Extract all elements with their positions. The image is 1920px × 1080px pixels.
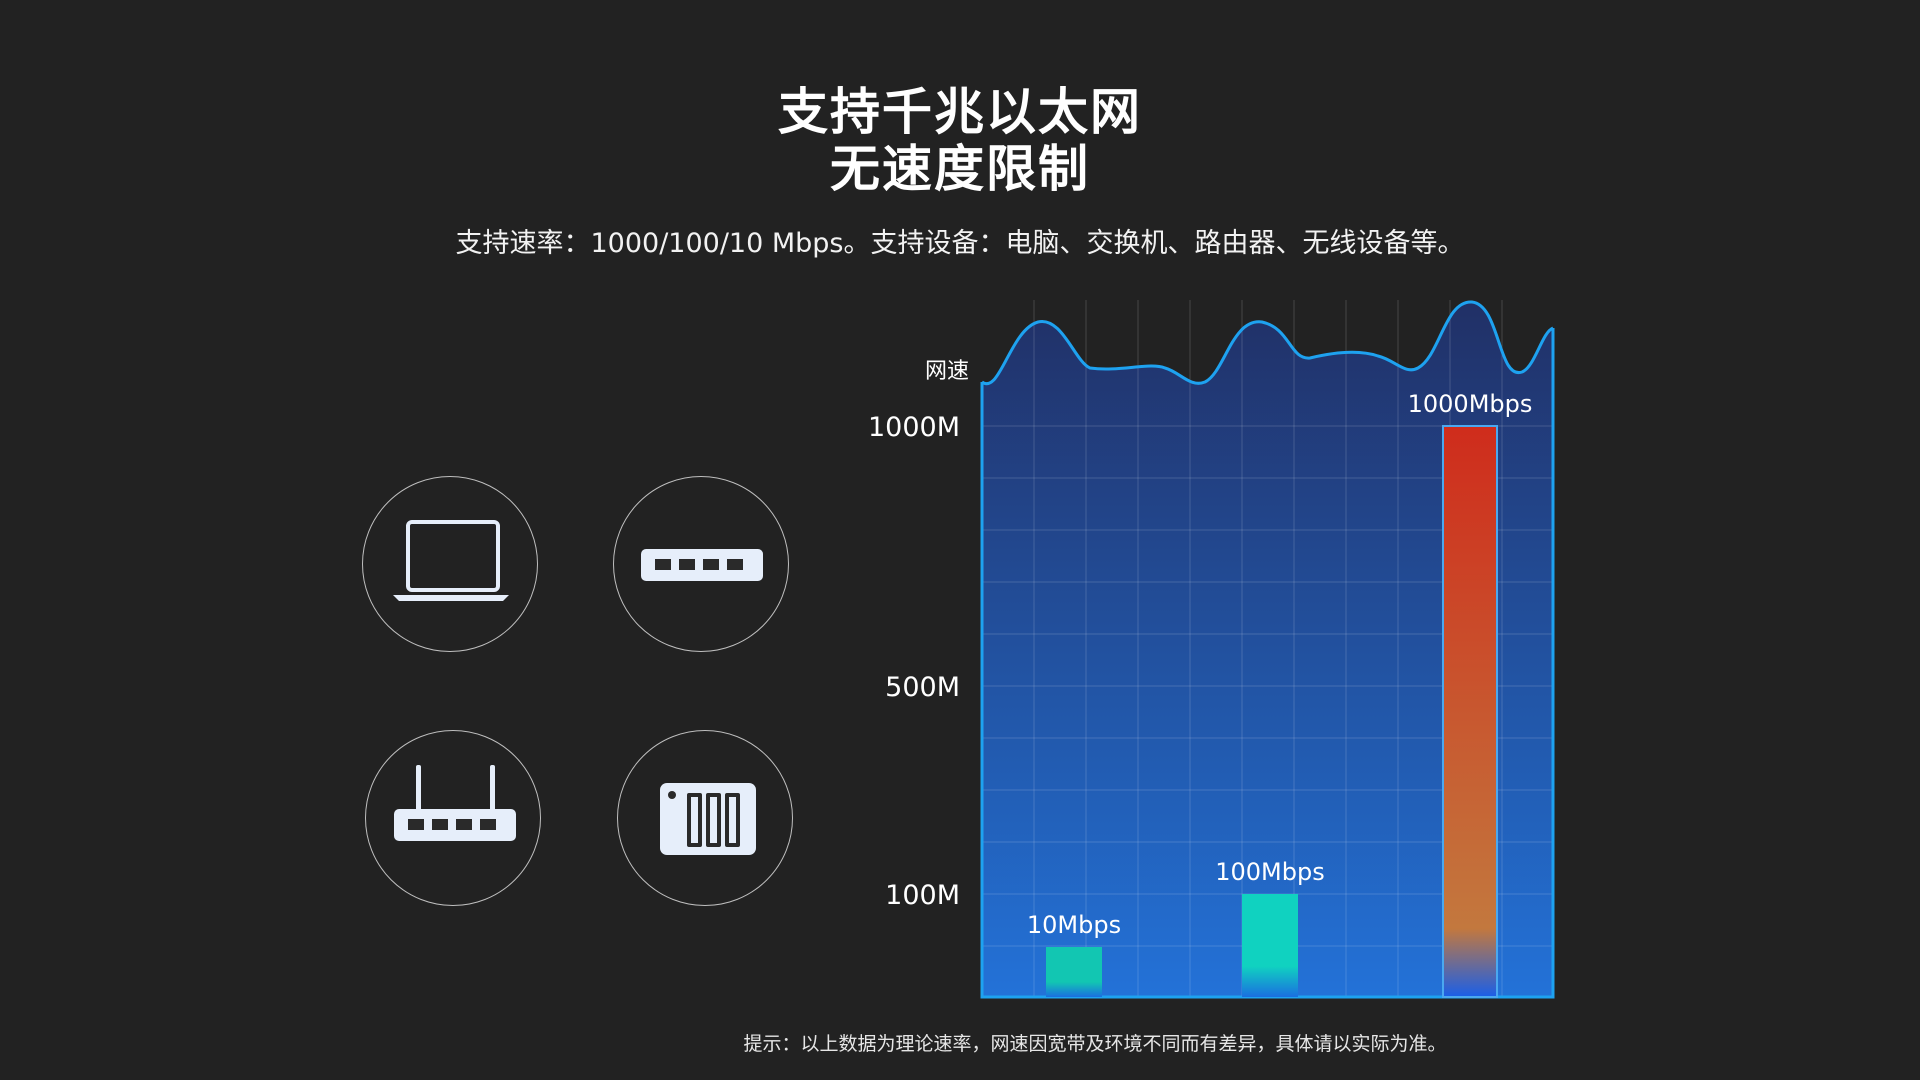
y-tick-label: 100M (885, 880, 960, 911)
y-tick-label: 500M (885, 672, 960, 703)
bar-10Mbps (1046, 947, 1102, 997)
router-icon (394, 765, 516, 841)
page-subtitle: 支持速率：1000/100/10 Mbps。支持设备：电脑、交换机、路由器、无线… (455, 228, 1465, 259)
chart-panel (982, 301, 1553, 997)
y-tick-label: 1000M (868, 412, 960, 443)
chart-y-ticks: 1000M 500M 100M (868, 412, 960, 911)
device-circle-nas (617, 730, 793, 906)
bar-data-label: 100Mbps (1215, 858, 1325, 886)
switch-icon (641, 549, 763, 581)
laptop-icon (393, 520, 509, 601)
chart-ylabel: 网速 (925, 359, 969, 384)
bar-100Mbps (1242, 894, 1298, 997)
page-title-line1: 支持千兆以太网 (778, 83, 1142, 141)
device-circle-router (365, 730, 541, 906)
nas-icon (660, 783, 756, 855)
chart-bars: 10Mbps 100Mbps 1000Mbps (1027, 390, 1533, 998)
bar-1000Mbps (1442, 425, 1498, 998)
page-title-line2: 无速度限制 (830, 140, 1090, 198)
device-circle-laptop (362, 476, 538, 652)
bar-data-label: 1000Mbps (1408, 390, 1533, 418)
footer-note: 提示：以上数据为理论速率，网速因宽带及环境不同而有差异，具体请以实际为准。 (743, 1033, 1447, 1055)
chart-wave-line (981, 300, 1554, 386)
device-circle-switch (613, 476, 789, 652)
bar-data-label: 10Mbps (1027, 911, 1121, 939)
